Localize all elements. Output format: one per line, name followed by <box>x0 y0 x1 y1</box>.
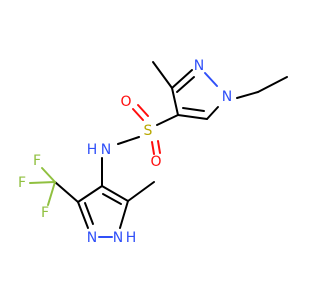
atom-f2: F <box>18 175 26 191</box>
atom-h-pz2: H <box>126 230 137 246</box>
molecule-structure: N N S O O N H N N H F F F <box>18 58 288 246</box>
bond-s-o1 <box>132 108 144 121</box>
bond-n1b-c5b <box>119 200 129 229</box>
atom-n2: N <box>194 58 204 74</box>
atom-s: S <box>144 123 153 139</box>
bond-c4b-c3b <box>77 185 103 203</box>
atom-labels: N N S O O N H N N H F F F <box>18 58 232 246</box>
atom-f1: F <box>33 153 41 169</box>
bond-cf3-f3 <box>47 181 56 206</box>
bond-c5b-c4b-double <box>102 193 122 205</box>
bond-c3b-n2b <box>77 201 89 229</box>
bond-s-nh <box>117 136 140 145</box>
bond-c5b-methyl <box>127 181 155 202</box>
atom-o2: O <box>150 154 161 170</box>
bond-c3-methyl <box>152 61 173 89</box>
bond-c3-c4 <box>171 87 179 116</box>
atom-n1: N <box>222 89 232 105</box>
atom-h-amide: H <box>87 142 98 158</box>
bond-c3b-cf3 <box>54 181 79 203</box>
bond-n1-n2 <box>204 72 218 87</box>
bond-c5b-c4b <box>101 185 129 202</box>
bond-n2-c3-double <box>176 76 195 93</box>
bond-c4-c5 <box>177 114 208 120</box>
bond-c5-n1 <box>206 106 219 120</box>
atom-f3: F <box>41 205 49 221</box>
bond-c4-c5-double <box>182 107 205 112</box>
atom-n-pz2: N <box>87 230 97 246</box>
bond-cf3-f1 <box>41 167 56 183</box>
bond-s-o2 <box>151 141 155 155</box>
bond-s-o2-double <box>157 140 161 154</box>
atom-nh-amide: N <box>101 142 111 158</box>
bond-c4-s <box>156 114 179 126</box>
atom-o1: O <box>120 94 131 110</box>
atom-nh-pz2: N <box>113 230 123 246</box>
bond-c3b-n2b-double <box>84 202 94 225</box>
bonds <box>29 61 288 238</box>
bond-n2-c3 <box>171 69 193 89</box>
bond-ethyl-ch2-ch3 <box>257 76 288 93</box>
bond-cf3-f2 <box>29 181 56 184</box>
bond-s-o1-double <box>137 104 149 117</box>
bond-n1-ethyl <box>236 91 259 99</box>
